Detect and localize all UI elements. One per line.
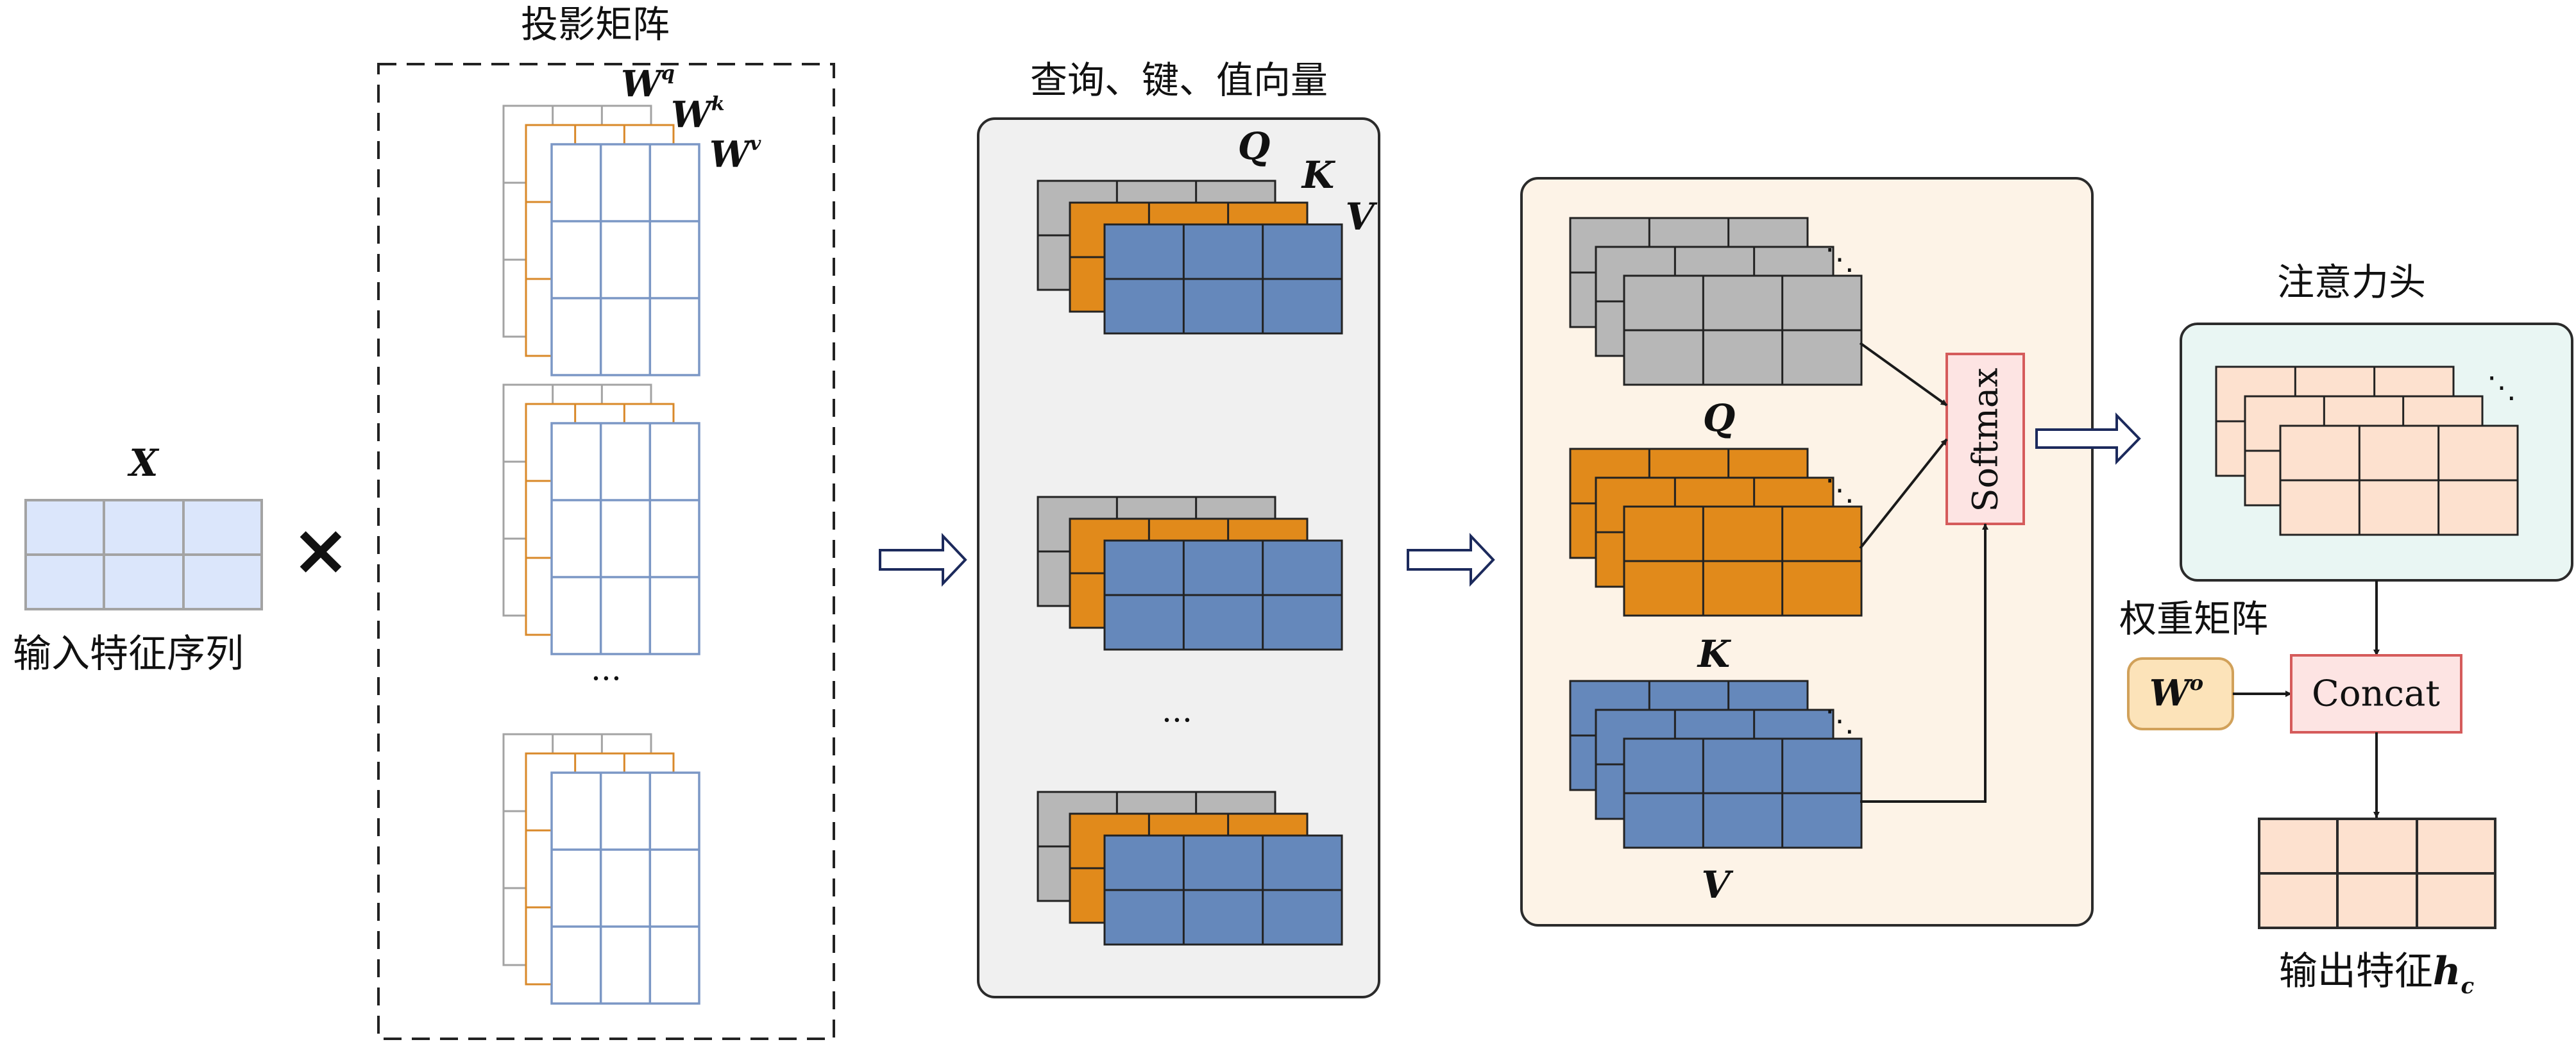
qkv-matrix-stacks [1037,180,1343,946]
v-label-top: V [1345,195,1377,239]
k-label-top: K [1301,153,1336,197]
softmax-box [1945,353,2025,525]
qkv-group-3 [1037,791,1343,946]
multiply-sign: × [291,508,350,591]
qkv-group-1 [1037,180,1343,335]
projection-group-1 [502,105,700,376]
wo-label: Wo [2149,671,2203,714]
attention-head-stacks [2215,366,2519,536]
proj-ellipsis: ··· [591,660,622,697]
k-label-attn: K [1697,632,1732,676]
gray-layer-3 [1623,274,1863,386]
qkv-title: 查询、键、值向量 [1030,58,1328,102]
q-label-top: Q [1238,124,1271,168]
input-matrix-label: X [126,441,159,485]
attention-blue-stack [1569,680,1863,849]
q-to-softmax [1859,342,1948,407]
projection-wv-matrix [550,143,700,376]
v-label-attn: V [1701,863,1733,907]
input-matrix-x [24,499,263,610]
qkv-group-2 [1037,496,1343,651]
orange-layer-3 [1623,505,1863,617]
v-to-softmax [1860,523,1988,803]
projection-group-2 [502,383,700,655]
blue-layer-3 [1623,737,1863,849]
softmax-label: Softmax [1965,367,2006,512]
flow-arrow-3 [2035,412,2141,465]
output-caption: 输出特征hc [2279,949,2475,999]
projection-wv-matrix [550,422,700,655]
v-vector-matrix [1103,834,1343,946]
heads-dots: ⋱ [2487,370,2516,405]
v-dots: ⋱ [1825,703,1854,738]
qkv-ellipsis: ··· [1162,702,1192,739]
attention-matrix-stacks [1569,217,1863,849]
v-vector-matrix [1103,539,1343,651]
projection-group-3 [502,733,700,1005]
q-label-attn: Q [1703,396,1736,440]
projection-dashed-box [377,63,835,1040]
flow-arrow-2 [1407,532,1495,587]
attention-gray-stack [1569,217,1863,386]
wk-label: Wk [671,93,725,136]
output-matrix [2258,818,2496,929]
heads-title: 注意力头 [2277,260,2426,304]
projection-title: 投影矩阵 [521,3,670,46]
input-feature-caption: 输入特征序列 [13,632,244,676]
k-dots: ⋱ [1825,473,1854,507]
flow-arrow-1 [879,532,967,587]
attention-orange-stack [1569,448,1863,617]
projection-matrix-stacks [502,105,700,1005]
wv-label: Wv [709,133,761,176]
q-dots: ⋱ [1825,242,1854,276]
weights-title: 权重矩阵 [2119,597,2268,641]
head-layer-3 [2279,424,2519,536]
projection-wv-matrix [550,771,700,1005]
k-to-softmax [1859,438,1948,550]
concat-label: Concat [2312,673,2440,715]
wq-label: Wq [621,62,675,105]
v-vector-matrix [1103,223,1343,335]
